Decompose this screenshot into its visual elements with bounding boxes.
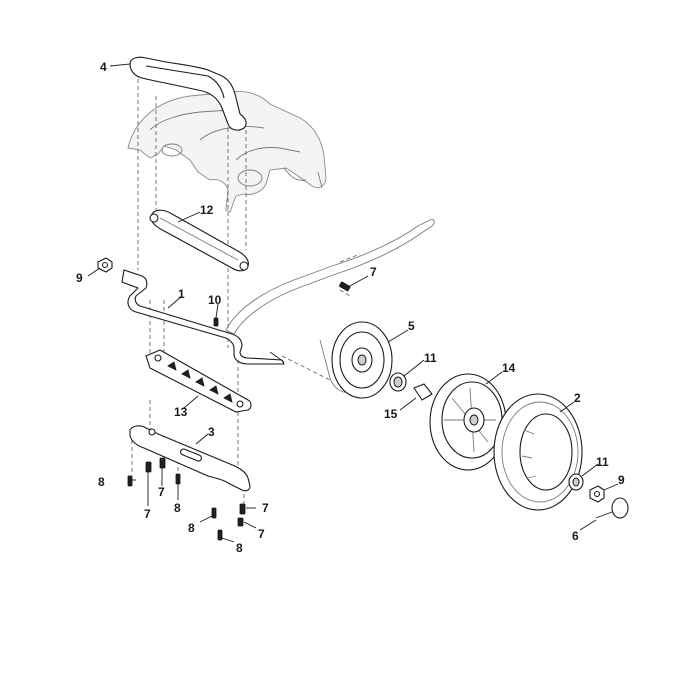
callout-14: 14 [502, 361, 516, 375]
part-6-hub-cap [595, 497, 629, 519]
callout-5: 5 [408, 319, 415, 333]
part-2-tire [493, 393, 583, 511]
callout-leaders [87, 63, 619, 543]
callout-7-a: 7 [144, 507, 151, 521]
part-4-handle-bracket [129, 56, 247, 131]
part-11-bushing-center [389, 372, 407, 392]
callout-8-a: 8 [98, 475, 105, 489]
part-11-bushing-right [568, 473, 584, 491]
screw-8a [127, 475, 136, 487]
callout-1: 1 [178, 287, 185, 301]
screw-7a [145, 461, 152, 473]
screw-7b [159, 457, 166, 469]
callout-6: 6 [572, 529, 579, 543]
callout-4: 4 [100, 60, 107, 74]
part-15-spacer [413, 383, 433, 401]
callout-7-b: 7 [158, 485, 165, 499]
callout-7-upper: 7 [370, 265, 377, 279]
part-9-nut-left [97, 257, 113, 273]
part-1-axle [121, 269, 285, 365]
handle-tube-outline [225, 219, 435, 335]
screw-8c [211, 507, 217, 519]
screw-8d [217, 529, 223, 541]
callout-7-c: 7 [262, 501, 269, 515]
callout-2: 2 [574, 391, 581, 405]
screw-7d [237, 517, 244, 527]
callout-10: 10 [208, 293, 222, 307]
callout-11-center: 11 [424, 351, 437, 365]
screw-7c [239, 503, 246, 515]
part-14-wheel-rim [429, 373, 507, 471]
part-10-pin [213, 317, 219, 327]
part-5-wheel-disk [319, 321, 393, 399]
callout-9-right: 9 [618, 473, 625, 487]
callout-8-b: 8 [174, 501, 181, 515]
screw-8b [175, 473, 181, 485]
callout-11-right: 11 [596, 455, 609, 469]
part-9-nut-right [589, 485, 605, 503]
part-3-lower-bracket [129, 425, 251, 492]
callout-8-c: 8 [188, 521, 195, 535]
screw-7e [339, 281, 351, 292]
callout-13: 13 [174, 405, 188, 419]
part-13-adjuster-rack [145, 349, 252, 413]
callout-12: 12 [200, 203, 214, 217]
part-12-roller [149, 209, 249, 272]
callout-9-left: 9 [76, 271, 83, 285]
callout-8-d: 8 [236, 541, 243, 555]
callout-7-d: 7 [258, 527, 265, 541]
callout-15: 15 [384, 407, 398, 421]
callout-3: 3 [208, 425, 215, 439]
